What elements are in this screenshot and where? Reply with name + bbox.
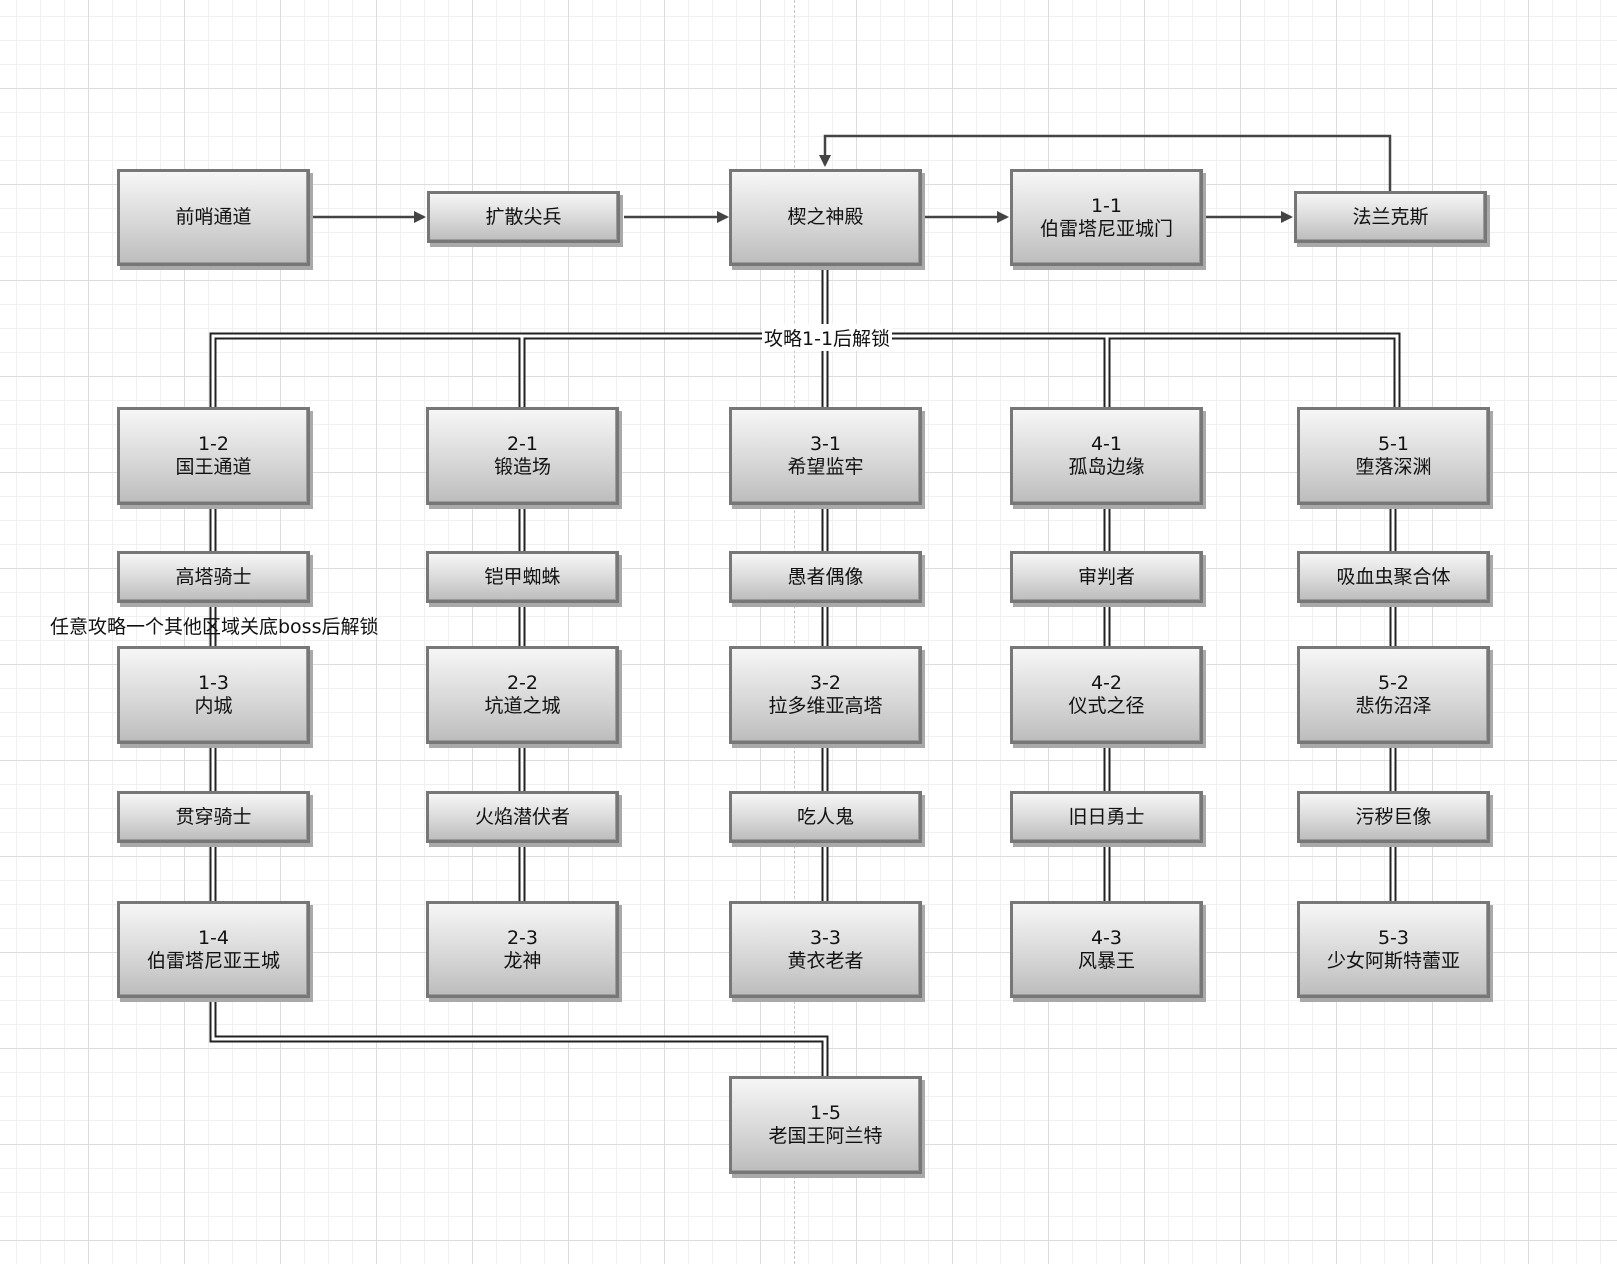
node-name: 贯穿骑士 <box>175 805 252 828</box>
node-2-3[interactable]: 2-3 龙神 <box>426 901 619 998</box>
node-name: 坑道之城 <box>484 695 561 717</box>
node-name: 风暴王 <box>1077 949 1135 972</box>
node-5-1[interactable]: 5-1 堕落深渊 <box>1297 407 1490 505</box>
node-name: 火焰潜伏者 <box>474 805 570 828</box>
node-3-2[interactable]: 3-2 拉多维亚高塔 <box>729 646 922 744</box>
unlock-after-1-1-label: 攻略1-1后解锁 <box>762 324 893 351</box>
boss-4-2[interactable]: 旧日勇士 <box>1010 791 1203 843</box>
node-name: 楔之神殿 <box>787 206 864 228</box>
node-name: 审判者 <box>1077 565 1135 588</box>
node-franks[interactable]: 法兰克斯 <box>1294 191 1487 243</box>
node-name: 老国王阿兰特 <box>768 1125 883 1147</box>
node-4-3[interactable]: 4-3 风暴王 <box>1010 901 1203 998</box>
node-name: 龙神 <box>503 949 542 972</box>
boss-2-2[interactable]: 火焰潜伏者 <box>426 791 619 843</box>
node-name: 法兰克斯 <box>1352 205 1429 228</box>
node-2-2[interactable]: 2-2 坑道之城 <box>426 646 619 744</box>
node-1-5[interactable]: 1-5 老国王阿兰特 <box>729 1076 922 1174</box>
node-name: 吸血虫聚合体 <box>1336 565 1451 588</box>
node-name: 希望监牢 <box>787 456 864 478</box>
node-name: 堕落深渊 <box>1355 456 1432 478</box>
unlock-after-boss-label: 任意攻略一个其他区域关底boss后解锁 <box>50 616 379 638</box>
node-name: 吃人鬼 <box>796 805 854 828</box>
node-4-2[interactable]: 4-2 仪式之径 <box>1010 646 1203 744</box>
node-name: 污秽巨像 <box>1355 805 1432 828</box>
node-code: 2-2 <box>506 672 539 694</box>
node-code: 2-1 <box>506 433 539 455</box>
node-name: 高塔骑士 <box>175 565 252 588</box>
node-code: 4-1 <box>1090 433 1123 455</box>
node-3-3[interactable]: 3-3 黄衣老者 <box>729 901 922 998</box>
node-code: 2-3 <box>506 926 539 949</box>
boss-4-1[interactable]: 审判者 <box>1010 551 1203 603</box>
node-name: 扩散尖兵 <box>485 205 562 228</box>
boss-2-1[interactable]: 铠甲蜘蛛 <box>426 551 619 603</box>
node-code: 5-1 <box>1377 433 1410 455</box>
boss-1-2[interactable]: 高塔骑士 <box>117 551 310 603</box>
boss-3-1[interactable]: 愚者偶像 <box>729 551 922 603</box>
node-name: 锻造场 <box>493 456 551 478</box>
node-code: 1-2 <box>197 433 230 455</box>
node-name: 拉多维亚高塔 <box>768 695 883 717</box>
node-1-1[interactable]: 1-1 伯雷塔尼亚城门 <box>1010 169 1203 266</box>
boss-3-2[interactable]: 吃人鬼 <box>729 791 922 843</box>
node-spreader[interactable]: 扩散尖兵 <box>427 191 620 243</box>
boss-5-1[interactable]: 吸血虫聚合体 <box>1297 551 1490 603</box>
node-4-1[interactable]: 4-1 孤岛边缘 <box>1010 407 1203 505</box>
node-outpost[interactable]: 前哨通道 <box>117 169 310 266</box>
node-1-3[interactable]: 1-3 内城 <box>117 646 310 744</box>
node-1-4[interactable]: 1-4 伯雷塔尼亚王城 <box>117 901 310 998</box>
node-code: 5-2 <box>1377 672 1410 694</box>
page-center-guide <box>794 0 795 1264</box>
boss-1-3[interactable]: 贯穿骑士 <box>117 791 310 843</box>
node-name: 前哨通道 <box>175 206 252 228</box>
node-code: 1-1 <box>1090 194 1123 217</box>
node-2-1[interactable]: 2-1 锻造场 <box>426 407 619 505</box>
node-name: 伯雷塔尼亚王城 <box>146 949 280 972</box>
node-name: 铠甲蜘蛛 <box>484 565 561 588</box>
node-code: 3-3 <box>809 926 842 949</box>
node-name: 国王通道 <box>175 456 252 478</box>
node-code: 5-3 <box>1377 926 1410 949</box>
node-code: 1-4 <box>197 926 230 949</box>
boss-5-2[interactable]: 污秽巨像 <box>1297 791 1490 843</box>
node-name: 悲伤沼泽 <box>1355 695 1432 717</box>
node-name: 少女阿斯特蕾亚 <box>1326 949 1460 972</box>
node-name: 黄衣老者 <box>787 949 864 972</box>
node-name: 内城 <box>194 695 233 717</box>
node-code: 3-1 <box>809 433 842 455</box>
node-code: 1-3 <box>197 672 230 694</box>
node-3-1[interactable]: 3-1 希望监牢 <box>729 407 922 505</box>
node-5-2[interactable]: 5-2 悲伤沼泽 <box>1297 646 1490 744</box>
node-code: 4-3 <box>1090 926 1123 949</box>
node-name: 愚者偶像 <box>787 565 864 588</box>
node-5-3[interactable]: 5-3 少女阿斯特蕾亚 <box>1297 901 1490 998</box>
node-name: 仪式之径 <box>1068 695 1145 717</box>
node-code: 3-2 <box>809 672 842 694</box>
node-code: 4-2 <box>1090 672 1123 694</box>
node-name: 孤岛边缘 <box>1068 456 1145 478</box>
node-name: 伯雷塔尼亚城门 <box>1039 217 1173 240</box>
node-code: 1-5 <box>809 1102 842 1124</box>
node-1-2[interactable]: 1-2 国王通道 <box>117 407 310 505</box>
arrow-franks-back-to-shrine <box>819 134 1392 191</box>
node-name: 旧日勇士 <box>1068 805 1145 828</box>
node-shrine[interactable]: 楔之神殿 <box>729 169 922 266</box>
